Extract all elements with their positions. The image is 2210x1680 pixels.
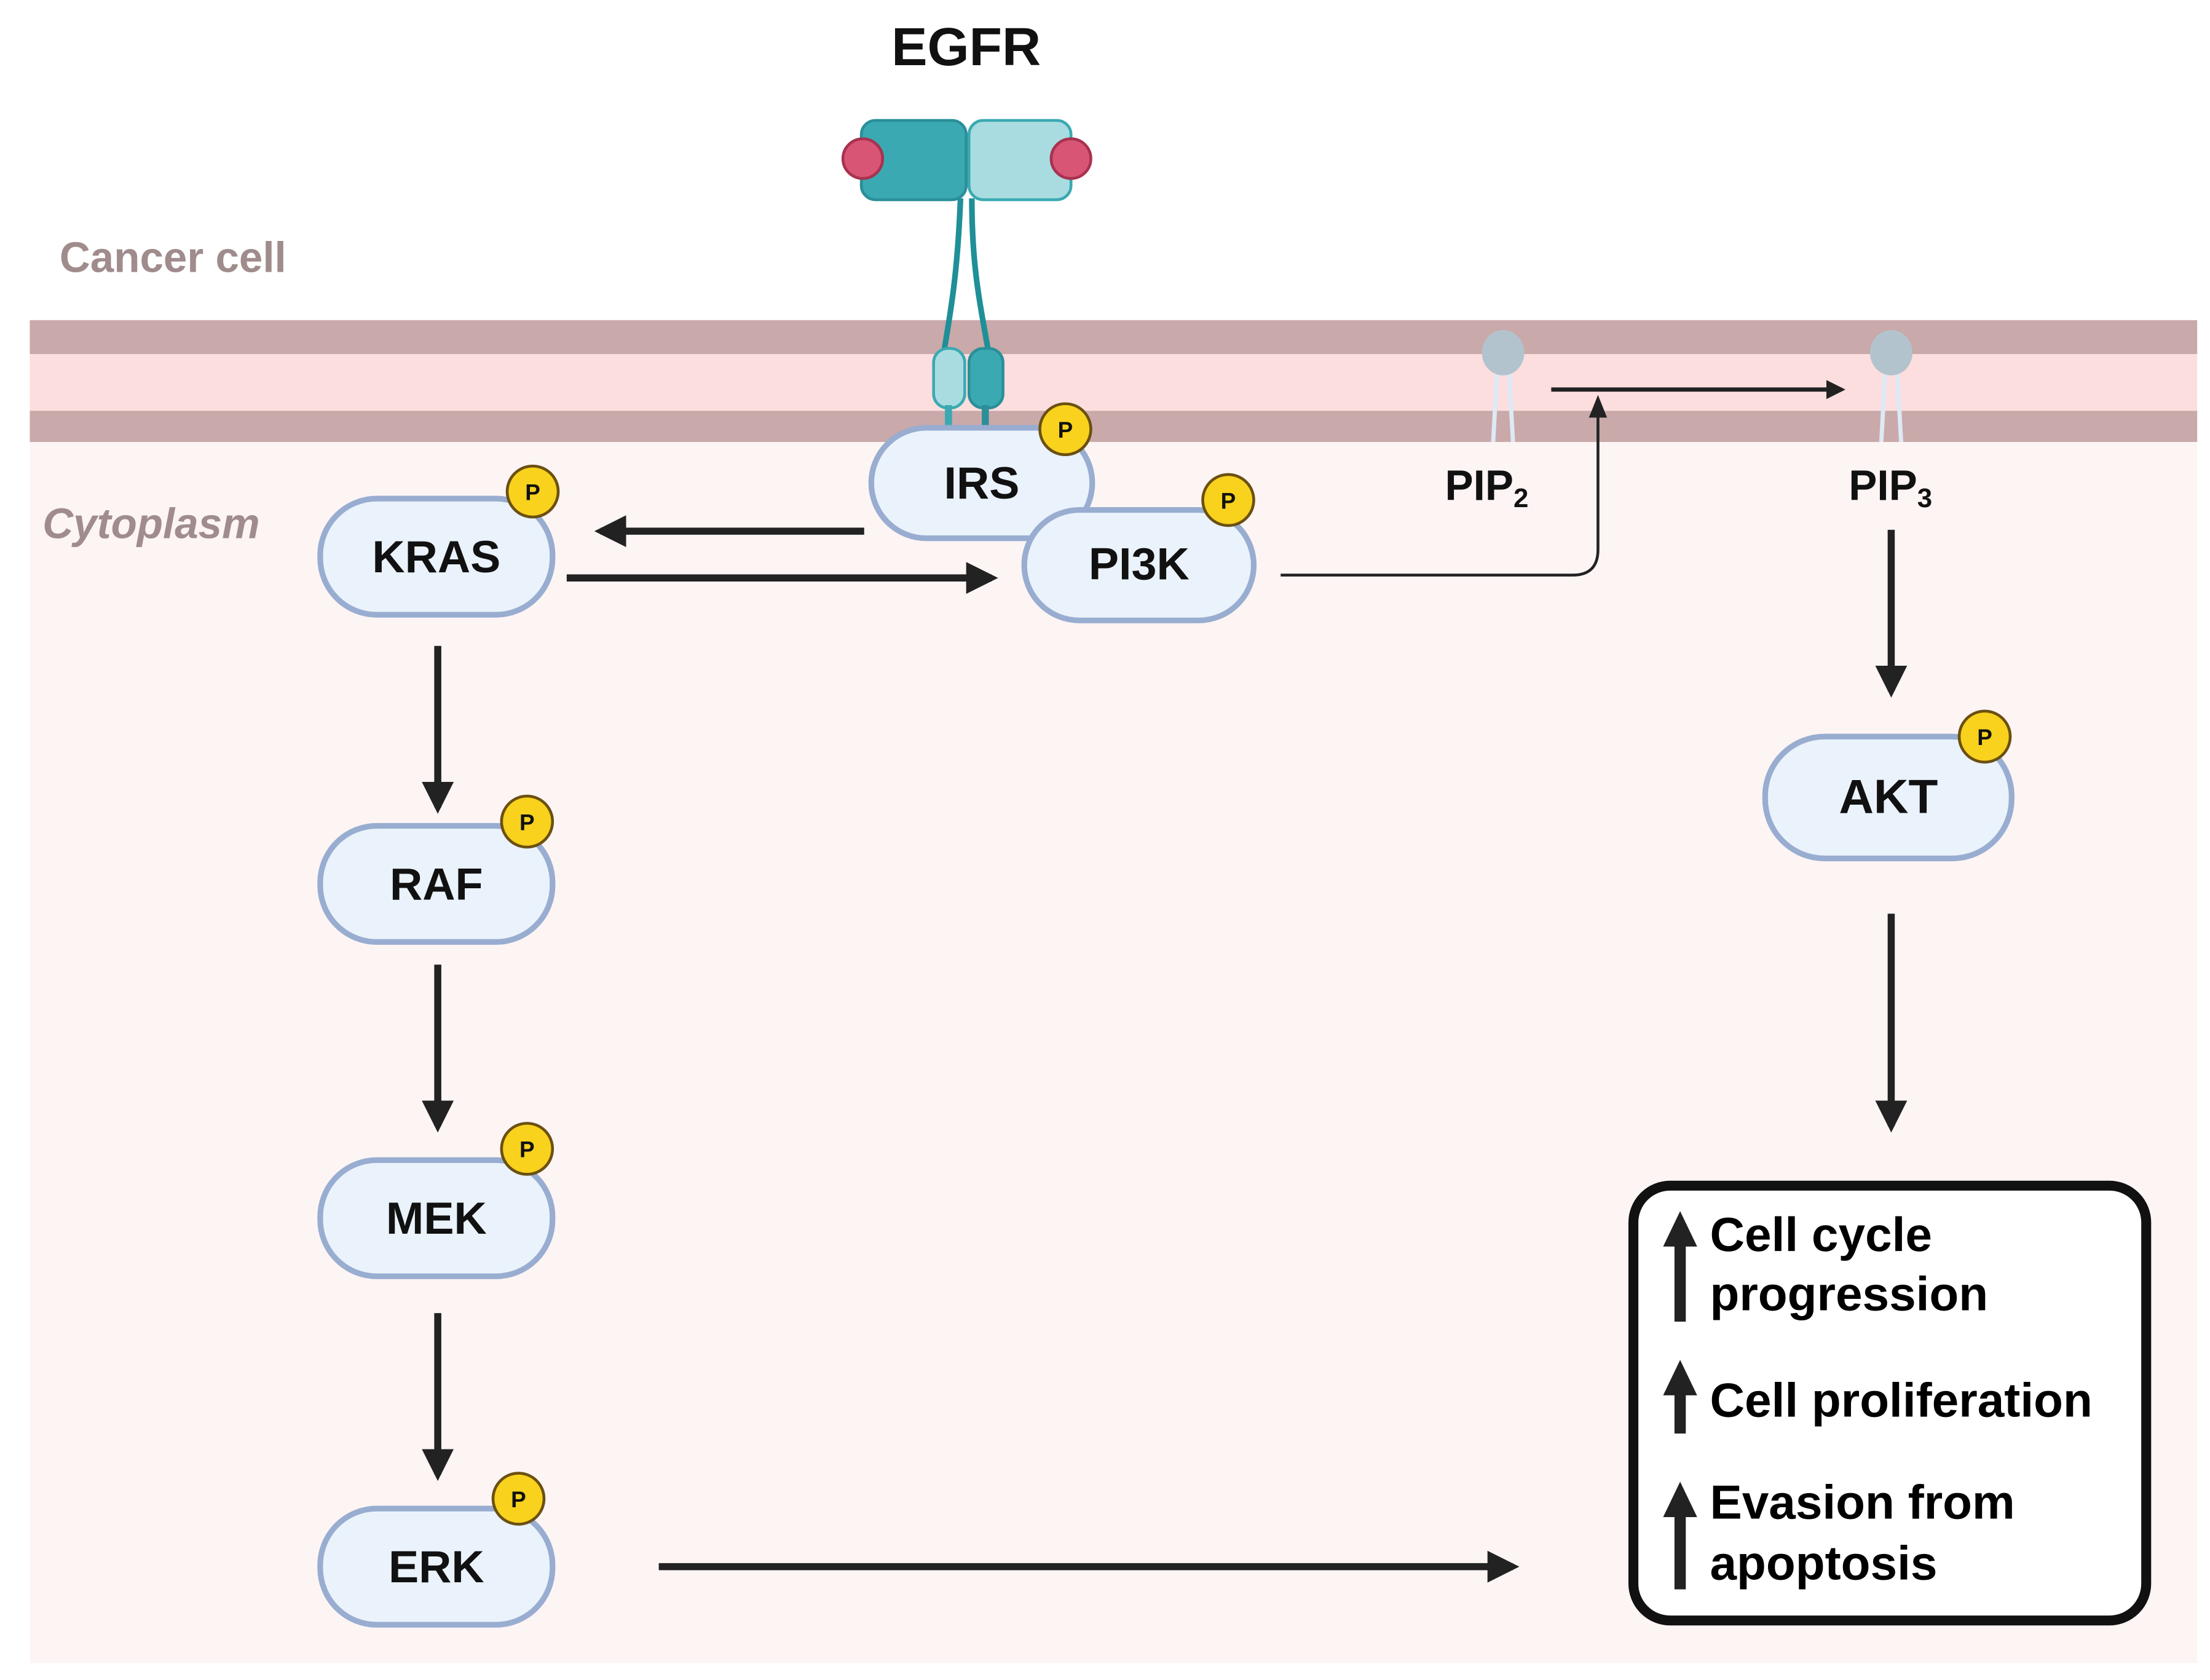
cytoplasm-label: Cytoplasm xyxy=(42,500,259,548)
svg-text:MEK: MEK xyxy=(386,1193,487,1244)
svg-text:ERK: ERK xyxy=(389,1541,484,1592)
phospho-irs-icon: P xyxy=(1038,402,1092,457)
svg-text:P: P xyxy=(511,1487,526,1512)
phospho-akt-icon: P xyxy=(1957,709,2012,764)
outcome-evasion-apoptosis-2: apoptosis xyxy=(1710,1536,1937,1590)
pip2-label: PIP2 xyxy=(1445,461,1529,513)
pip3-lipid-icon xyxy=(1869,329,1912,443)
cell-membrane xyxy=(30,320,2198,442)
outcomes-box: Cell cycle progression Cell proliferatio… xyxy=(1628,1180,2152,1626)
svg-text:P: P xyxy=(519,810,535,835)
svg-text:PI3K: PI3K xyxy=(1089,538,1190,589)
node-erk[interactable]: ERK xyxy=(317,1505,556,1628)
ligand-right-icon xyxy=(1049,137,1092,180)
node-irs[interactable]: IRS xyxy=(868,425,1095,542)
svg-text:KRAS: KRAS xyxy=(372,531,500,582)
cancer-cell-label: Cancer cell xyxy=(60,233,286,281)
up-arrow-icon xyxy=(1663,1481,1697,1590)
outcome-evasion-apoptosis: Evasion from xyxy=(1710,1475,2015,1529)
phospho-erk-icon: P xyxy=(491,1472,546,1526)
node-akt[interactable]: AKT xyxy=(1762,733,2015,862)
svg-text:IRS: IRS xyxy=(944,457,1020,508)
node-kras[interactable]: KRAS xyxy=(317,495,556,618)
svg-text:AKT: AKT xyxy=(1839,770,1938,824)
outcome-cell-proliferation: Cell proliferation xyxy=(1710,1373,2092,1427)
phospho-mek-icon: P xyxy=(500,1122,554,1176)
svg-text:P: P xyxy=(1221,488,1236,513)
phospho-pi3k-icon: P xyxy=(1201,473,1255,527)
svg-text:P: P xyxy=(1977,725,1992,750)
node-mek[interactable]: MEK xyxy=(317,1157,556,1279)
phospho-kras-icon: P xyxy=(505,464,560,519)
egfr-receptor-icon xyxy=(841,119,1092,431)
extracellular-space xyxy=(0,0,2210,323)
node-pi3k[interactable]: PI3K xyxy=(1021,507,1257,623)
svg-text:P: P xyxy=(1058,417,1073,443)
svg-text:P: P xyxy=(519,1137,535,1162)
phospho-raf-icon: P xyxy=(500,794,554,849)
up-arrow-icon xyxy=(1663,1360,1697,1434)
outcome-cell-cycle: Cell cycle xyxy=(1710,1207,1932,1261)
svg-text:P: P xyxy=(525,479,540,505)
pip3-label: PIP3 xyxy=(1849,461,1932,513)
pip2-lipid-icon xyxy=(1482,329,1525,443)
arrows xyxy=(422,380,1908,1583)
egfr-title: EGFR xyxy=(891,17,1041,77)
up-arrow-icon xyxy=(1663,1211,1697,1322)
ligand-left-icon xyxy=(841,137,885,180)
node-raf[interactable]: RAF xyxy=(317,822,556,945)
svg-text:RAF: RAF xyxy=(390,858,483,909)
arrow-pi3k-to-conversion xyxy=(1281,395,1608,577)
outcome-cell-cycle-2: progression xyxy=(1710,1267,1988,1321)
